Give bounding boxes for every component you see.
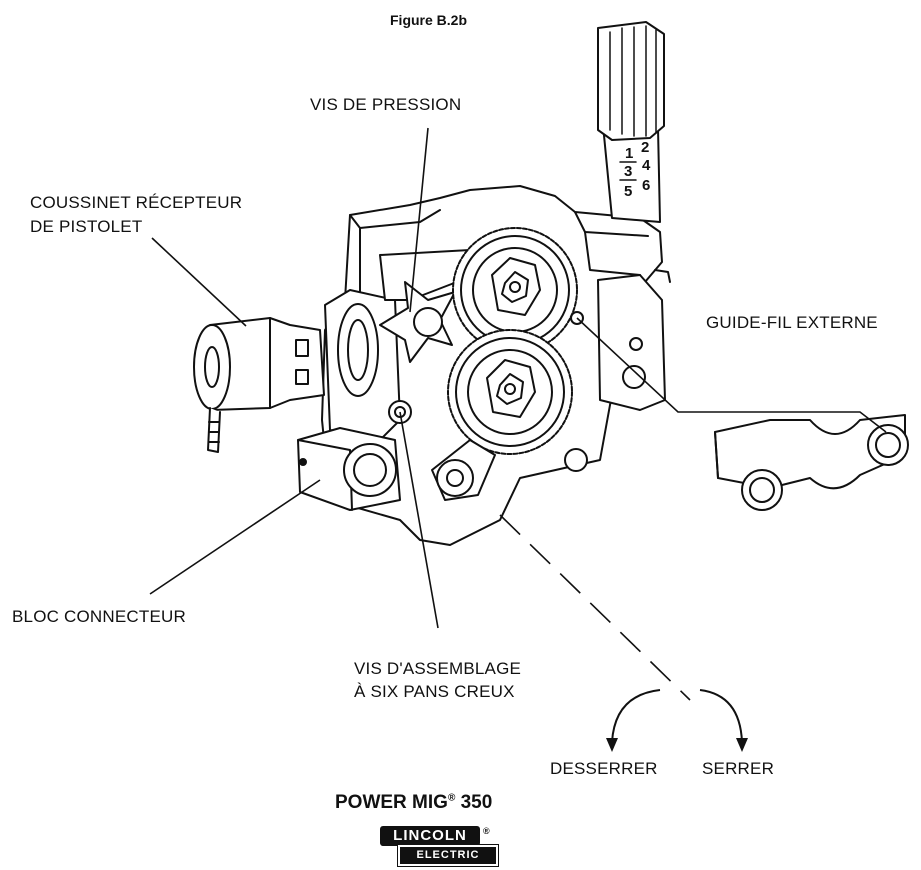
direction-axis [499,514,691,701]
product-model: 350 [455,792,493,813]
knob-scale-4: 4 [642,157,651,174]
knob-scale-2: 2 [641,139,649,156]
leader-outer-guide [576,317,887,433]
knob-scale-1: 1 [625,145,633,162]
label-outer-wire-guide: GUIDE-FIL EXTERNE [706,313,878,332]
label-gun-bushing-line1: COUSSINET RÉCEPTEUR [30,193,243,212]
leader-gun-bushing [151,237,247,327]
product-name-text: POWER MIG [335,792,448,813]
knob-scale-5: 5 [624,183,632,200]
logo-bottom-text: ELECTRIC [397,844,499,867]
logo-top-text: LINCOLN [380,826,480,846]
product-name: POWER MIG® 350 [335,792,492,814]
label-connector-block: BLOC CONNECTEUR [12,607,186,626]
tighten-arrow [699,689,743,743]
upper-drive-roll [452,227,578,353]
leader-socket-screw [399,411,439,629]
label-pressure-screw: VIS DE PRESSION [310,95,462,114]
leader-connector-block [149,479,321,595]
knob-scale-3: 3 [624,163,632,180]
leader-pressure-screw [409,127,429,313]
gun-receiver-bushing [193,317,325,453]
label-tighten: SERRER [702,759,775,778]
loosen-arrow [611,689,661,743]
outer-wire-guide-part [714,414,909,511]
connector-block-part [297,427,401,511]
lower-drive-roll [447,329,573,455]
lincoln-electric-logo: LINCOLN ® ELECTRIC [380,826,499,867]
label-socket-screw-line1: VIS D'ASSEMBLAGE [354,659,522,678]
knob-scale: 1 2 3 4 5 6 [624,139,651,200]
label-socket-screw-line2: À SIX PANS CREUX [354,682,515,701]
logo-registered-mark: ® [483,826,490,836]
pressure-knob [597,21,665,141]
registered-mark: ® [447,792,456,804]
knob-scale-6: 6 [642,177,650,194]
pressure-arm [379,249,476,301]
label-loosen: DESSERRER [550,759,658,778]
figure-title: Figure B.2b [390,12,468,28]
label-gun-bushing-line2: DE PISTOLET [30,217,143,236]
